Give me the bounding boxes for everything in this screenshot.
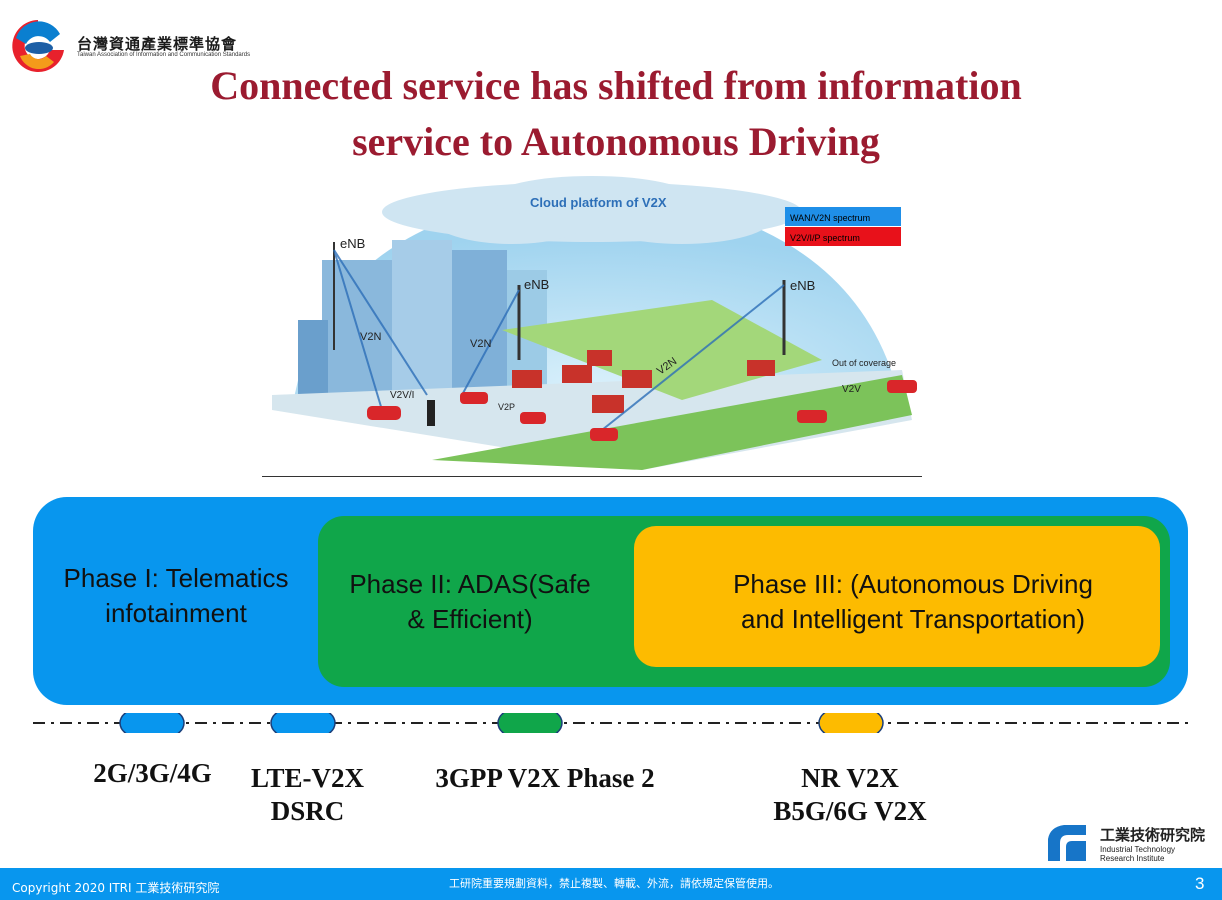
phase2-label: Phase II: ADAS(Safe & Efficient)	[322, 567, 618, 637]
footer-copyright: Copyright 2020 ITRI 工業技術研究院	[12, 881, 220, 895]
phase1-label-line2: infotainment	[105, 598, 247, 628]
link-label-v2n-1: V2N	[360, 331, 381, 343]
milestone-2-line1: LTE-V2X	[250, 763, 365, 793]
illustration-divider	[262, 476, 922, 477]
slide-title-line2: service to Autonomous Driving	[352, 119, 880, 164]
link-label-v2vi: V2V/I	[390, 390, 414, 401]
phase2-label-line1: Phase II: ADAS(Safe	[349, 569, 591, 599]
milestone-2-line2: DSRC	[270, 796, 345, 826]
link-label-v2n-2: V2N	[470, 338, 491, 350]
traffic-light-icon	[427, 400, 435, 426]
out-of-coverage-label: Out of coverage	[832, 358, 896, 368]
phase3-label-line1: Phase III: (Autonomous Driving	[733, 569, 1093, 599]
milestone-label-2: LTE-V2X DSRC	[225, 762, 390, 828]
milestone-marker-3	[497, 713, 563, 733]
v2n-beams	[333, 249, 785, 431]
milestone-4-line2: B5G/6G V2X	[773, 796, 927, 826]
phase3-label-line2: and Intelligent Transportation)	[741, 604, 1085, 634]
link-label-v2p: V2P	[498, 402, 515, 412]
link-label-v2v: V2V	[842, 384, 861, 395]
milestone-label-3: 3GPP V2X Phase 2	[400, 762, 690, 795]
itri-name-en-line1: Industrial Technology	[1100, 845, 1176, 854]
park-area	[502, 300, 822, 400]
legend-label-wan: WAN/V2N spectrum	[790, 213, 870, 223]
milestone-marker-2	[270, 713, 336, 733]
legend-label-v2v: V2V/I/P spectrum	[790, 233, 860, 243]
enb-label-3: eNB	[790, 278, 815, 293]
milestone-marker-4	[818, 713, 884, 733]
milestone-3-line1: 3GPP V2X Phase 2	[435, 763, 655, 793]
slide-title-line1: Connected service has shifted from infor…	[210, 63, 1022, 108]
itri-name-en-line2: Research Institute	[1100, 854, 1165, 863]
footer-notice: 工研院重要規劃資料，禁止複製、轉載、外流，請依規定保管使用。	[449, 877, 779, 890]
phase1-label-line1: Phase I: Telematics	[63, 563, 289, 593]
org-name-zh: 台灣資通產業標準協會	[77, 35, 238, 53]
page-number: 3	[1195, 874, 1205, 893]
footer-bar	[0, 868, 1222, 900]
legend-swatch-v2v	[785, 227, 901, 246]
v2x-illustration: Cloud platform of V2X WAN/V2N spectrum V…	[272, 176, 917, 470]
milestone-marker-1	[119, 713, 185, 733]
timeline	[33, 713, 1193, 733]
enb-label-1: eNB	[340, 236, 365, 251]
org-name-en: Taiwan Association of Information and Co…	[77, 52, 251, 58]
enb-label-2: eNB	[524, 277, 549, 292]
itri-logo-icon	[1048, 825, 1086, 861]
cloud-label: Cloud platform of V2X	[530, 195, 667, 210]
milestone-label-4: NR V2X B5G/6G V2X	[730, 762, 970, 828]
itri-name-zh: 工業技術研究院	[1100, 826, 1206, 844]
houses	[512, 350, 775, 413]
grass-ground	[432, 375, 912, 470]
milestone-4-line1: NR V2X	[801, 763, 899, 793]
legend-swatch-wan	[785, 207, 901, 226]
phase1-label: Phase I: Telematics infotainment	[40, 561, 312, 631]
phase2-label-line2: & Efficient)	[407, 604, 533, 634]
tais-logo-icon	[12, 20, 64, 72]
milestone-1-line1: 2G/3G/4G	[93, 758, 212, 788]
slide-title: Connected service has shifted from infor…	[0, 58, 1222, 170]
milestone-label-1: 2G/3G/4G	[60, 757, 245, 790]
phase3-box	[634, 526, 1160, 667]
cloud-shape	[382, 176, 802, 244]
cars	[367, 380, 917, 441]
phase3-label: Phase III: (Autonomous Driving and Intel…	[690, 567, 1136, 637]
